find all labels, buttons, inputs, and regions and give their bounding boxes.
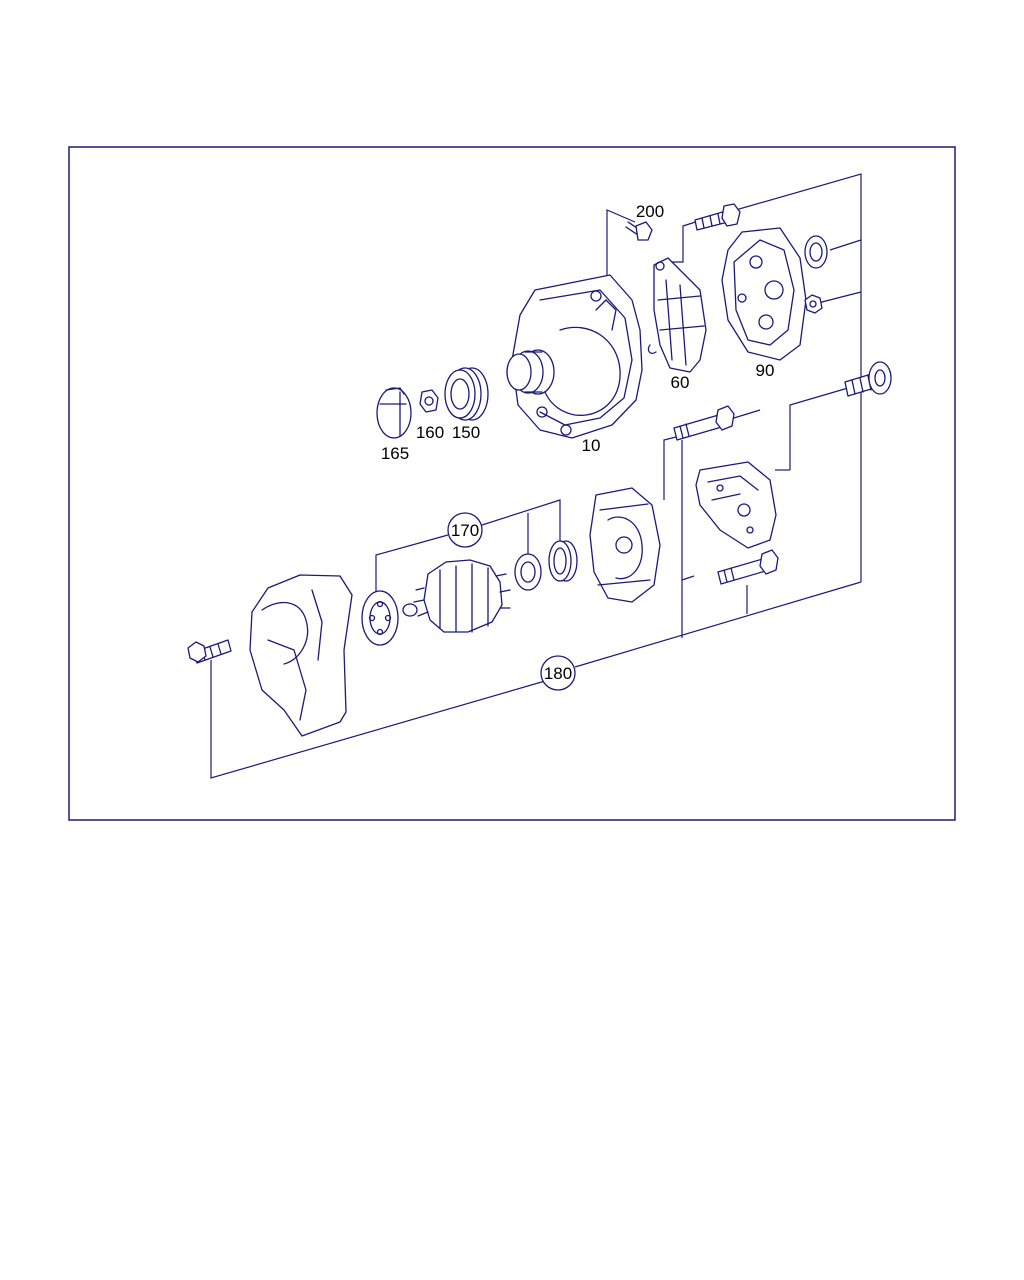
part-170-large-bearing — [361, 590, 399, 646]
label-60: 60 — [671, 373, 690, 392]
part-60-regulator — [647, 257, 707, 373]
cover-screw — [187, 639, 232, 664]
through-bolt-lower — [717, 549, 779, 585]
part-170-bearing-ring — [548, 540, 578, 582]
label-150: 150 — [452, 423, 480, 442]
through-bolt-right — [844, 361, 892, 397]
bearing-shield — [589, 487, 661, 603]
rotor — [402, 559, 511, 633]
part-160-nut — [419, 389, 439, 413]
label-10: 10 — [582, 436, 601, 455]
part-200-screw — [625, 221, 653, 241]
diagram-frame — [68, 146, 956, 821]
part-90-rear-cover — [721, 227, 807, 361]
part-170-small-bearing — [514, 553, 542, 591]
part-10-alternator — [506, 274, 643, 439]
label-200: 200 — [636, 202, 664, 221]
leader-lines — [210, 173, 862, 779]
nut-right — [804, 294, 823, 314]
label-160: 160 — [416, 423, 444, 442]
part-150-pulley — [444, 367, 489, 421]
protective-cover — [249, 574, 353, 737]
flange-nut-top — [804, 235, 828, 269]
label-170: 170 — [451, 521, 479, 540]
callout-180: 180 — [540, 655, 576, 691]
through-bolt-center — [673, 405, 735, 441]
part-165-cap — [376, 387, 412, 439]
rectifier-plate — [695, 461, 777, 549]
label-90: 90 — [756, 361, 775, 380]
callout-170: 170 — [447, 512, 483, 548]
label-180: 180 — [544, 664, 572, 683]
label-165: 165 — [381, 444, 409, 463]
through-bolt-top — [694, 203, 741, 231]
